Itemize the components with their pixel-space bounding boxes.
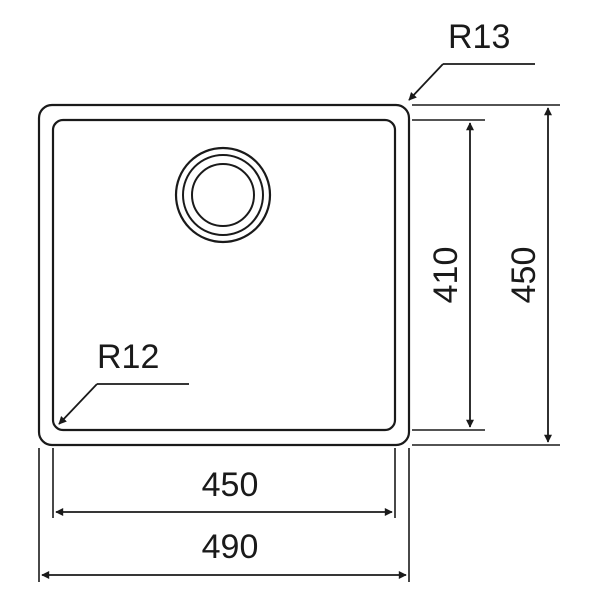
sink-inner-outline [51, 118, 397, 432]
extension-lines-vertical [412, 104, 560, 446]
label-outer-width: 490 [202, 528, 259, 566]
leader-outer-radius [408, 63, 535, 101]
sink-outer-outline [37, 103, 411, 447]
label-outer-height: 450 [505, 247, 543, 304]
label-inner-height: 410 [427, 247, 465, 304]
label-inner-radius: R12 [97, 338, 159, 376]
extension-lines-horizontal [38, 448, 410, 582]
label-inner-width: 450 [202, 466, 259, 504]
leader-inner-radius [58, 383, 189, 425]
drain-icon [174, 146, 272, 244]
label-outer-radius: R13 [448, 18, 510, 56]
